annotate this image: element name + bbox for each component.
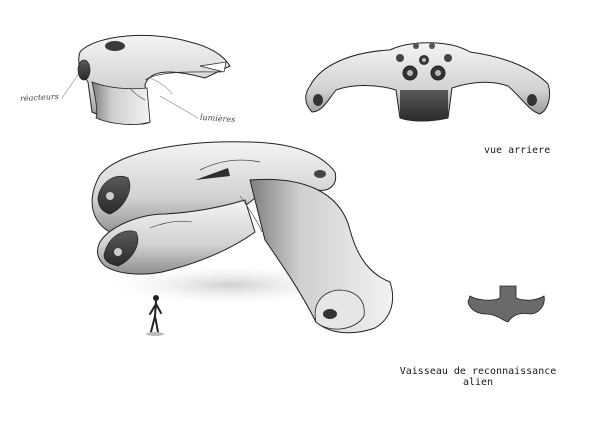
- cross-section-sketch: [467, 285, 545, 323]
- ship-title-line-1: Vaisseau de reconnaissance: [399, 366, 557, 377]
- ship-title-label: Vaisseau de reconnaissance alien: [398, 366, 558, 388]
- rear-view-label: vue arriere: [484, 145, 551, 156]
- main-perspective-sketch: [91, 141, 394, 334]
- ship-title-line-2: alien: [462, 377, 494, 388]
- rear-view-sketch: [305, 42, 551, 122]
- side-view-sketch: [61, 34, 231, 125]
- scale-figure-sketch: [146, 295, 164, 336]
